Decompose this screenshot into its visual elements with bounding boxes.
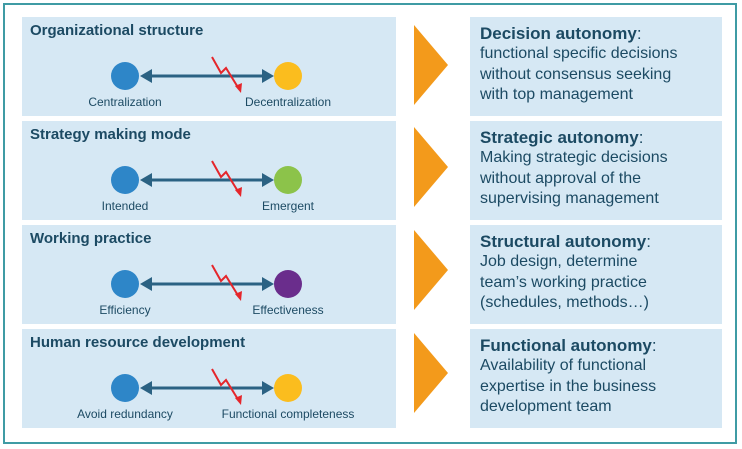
autonomy-functional: Functional autonomy: Availability of fun… <box>470 329 722 428</box>
right-label: Decentralization <box>244 95 332 109</box>
panel-title: Organizational structure <box>30 22 204 39</box>
arrowhead-right <box>262 277 274 291</box>
panel-title: Strategy making mode <box>30 126 191 143</box>
autonomy-colon: : <box>646 232 651 251</box>
lightning-bolt-icon <box>211 56 240 90</box>
lightning-tip-icon <box>235 395 242 405</box>
right-label: Functional completeness <box>221 407 355 421</box>
panel-working-practice: Working practice Efficiency Effectivenes… <box>22 225 396 324</box>
autonomy-line: Job design, determine <box>480 253 638 270</box>
autonomy-line: Making strategic decisions <box>480 149 668 166</box>
lightning-tip-icon <box>235 291 242 301</box>
left-label: Efficiency <box>99 303 151 317</box>
autonomy-line: (schedules, methods…) <box>480 294 649 311</box>
arrowhead-left <box>140 173 152 187</box>
lightning-tip-icon <box>235 83 242 93</box>
autonomy-line: expertise in the business <box>480 377 657 395</box>
arrowhead-left <box>140 69 152 83</box>
lightning-tip-icon <box>235 187 242 197</box>
chevron-icon <box>414 333 448 413</box>
autonomy-colon: : <box>636 24 642 43</box>
autonomy-decision: Decision autonomy: functional specific d… <box>470 17 722 116</box>
autonomy-strategic: Strategic autonomy: Making strategic dec… <box>470 121 722 220</box>
autonomy-line: with top management <box>480 86 633 103</box>
left-label: Avoid redundancy <box>77 407 173 421</box>
autonomy-title: Decision autonomy <box>480 24 637 43</box>
autonomy-title: Functional autonomy <box>480 336 652 355</box>
arrowhead-right <box>262 381 274 395</box>
tension-arrow <box>140 368 274 405</box>
autonomy-line: team’s working practice <box>480 273 647 291</box>
left-label: Intended <box>101 199 149 213</box>
tension-arrow <box>140 160 274 197</box>
autonomy-description: Availability of functional expertise in … <box>480 356 656 418</box>
right-circle <box>274 374 302 402</box>
right-circle <box>274 62 302 90</box>
lightning-bolt-icon <box>211 264 240 298</box>
left-circle <box>111 374 139 402</box>
chevron-icon <box>414 230 448 310</box>
autonomy-line: Availability of functional <box>480 357 647 374</box>
autonomy-line: supervising management <box>480 190 659 207</box>
diagram-frame <box>3 3 737 444</box>
lightning-bolt-icon <box>211 368 240 402</box>
autonomy-colon: : <box>638 128 644 147</box>
autonomy-title: Structural autonomy <box>480 232 647 251</box>
autonomy-description: functional specific decisions without co… <box>480 44 677 106</box>
left-circle <box>111 270 139 298</box>
autonomy-line: development team <box>480 398 612 415</box>
panel-organizational-structure: Organizational structure Centralization … <box>22 17 396 116</box>
panel-strategy-making-mode: Strategy making mode Intended Emergent <box>22 121 396 220</box>
autonomy-description: Job design, determine team’s working pra… <box>480 252 649 314</box>
left-circle <box>111 62 139 90</box>
tension-arrow <box>140 264 274 301</box>
lightning-bolt-icon <box>211 160 240 194</box>
arrowhead-left <box>140 277 152 291</box>
autonomy-structural: Structural autonomy: Job design, determi… <box>470 225 722 324</box>
left-circle <box>111 166 139 194</box>
autonomy-description: Making strategic decisions without appro… <box>480 148 668 210</box>
right-circle <box>274 270 302 298</box>
autonomy-line: without approval of the <box>480 169 641 187</box>
autonomy-line: functional specific decisions <box>480 45 678 62</box>
panel-title: Human resource development <box>30 334 246 351</box>
autonomy-heading: Structural autonomy: <box>480 232 651 252</box>
chevron-icon <box>414 127 448 207</box>
autonomy-line: without consensus seeking <box>480 65 672 83</box>
autonomy-colon: : <box>651 336 657 355</box>
autonomy-heading: Decision autonomy: <box>480 24 642 44</box>
right-label: Effectiveness <box>252 303 324 317</box>
arrowhead-right <box>262 69 274 83</box>
autonomy-heading: Functional autonomy: <box>480 336 657 356</box>
right-label: Emergent <box>261 199 315 213</box>
left-label: Centralization <box>88 95 162 109</box>
arrowhead-right <box>262 173 274 187</box>
autonomy-heading: Strategic autonomy: <box>480 128 643 148</box>
panel-human-resource-development: Human resource development Avoid redunda… <box>22 329 396 428</box>
chevron-icon <box>414 25 448 105</box>
right-circle <box>274 166 302 194</box>
arrowhead-left <box>140 381 152 395</box>
panel-title: Working practice <box>30 230 152 247</box>
autonomy-title: Strategic autonomy <box>480 128 639 147</box>
tension-arrow <box>140 56 274 93</box>
